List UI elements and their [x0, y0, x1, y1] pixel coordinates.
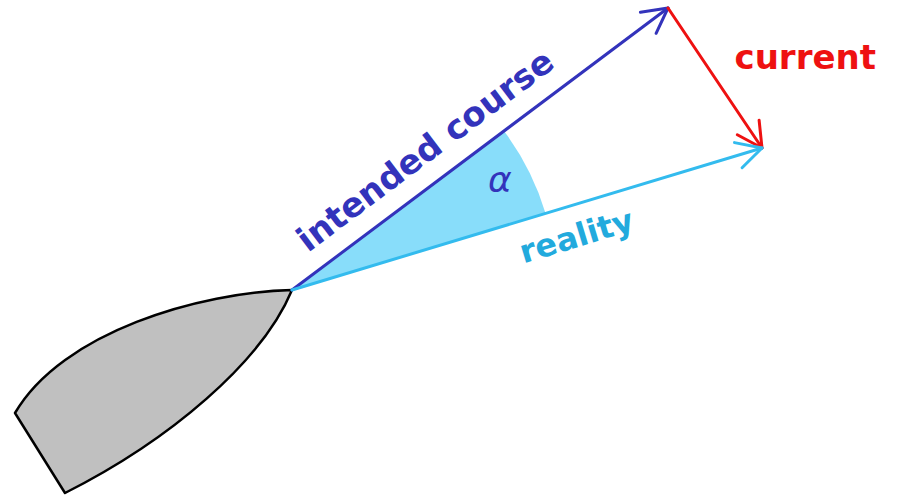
boat-hull	[15, 290, 292, 493]
current-arrow	[668, 8, 762, 148]
current-label: current	[735, 39, 876, 76]
angle-symbol: α	[488, 160, 512, 200]
arrow-head	[640, 8, 668, 33]
arrow-head	[735, 143, 763, 168]
course-arrow	[292, 8, 668, 290]
